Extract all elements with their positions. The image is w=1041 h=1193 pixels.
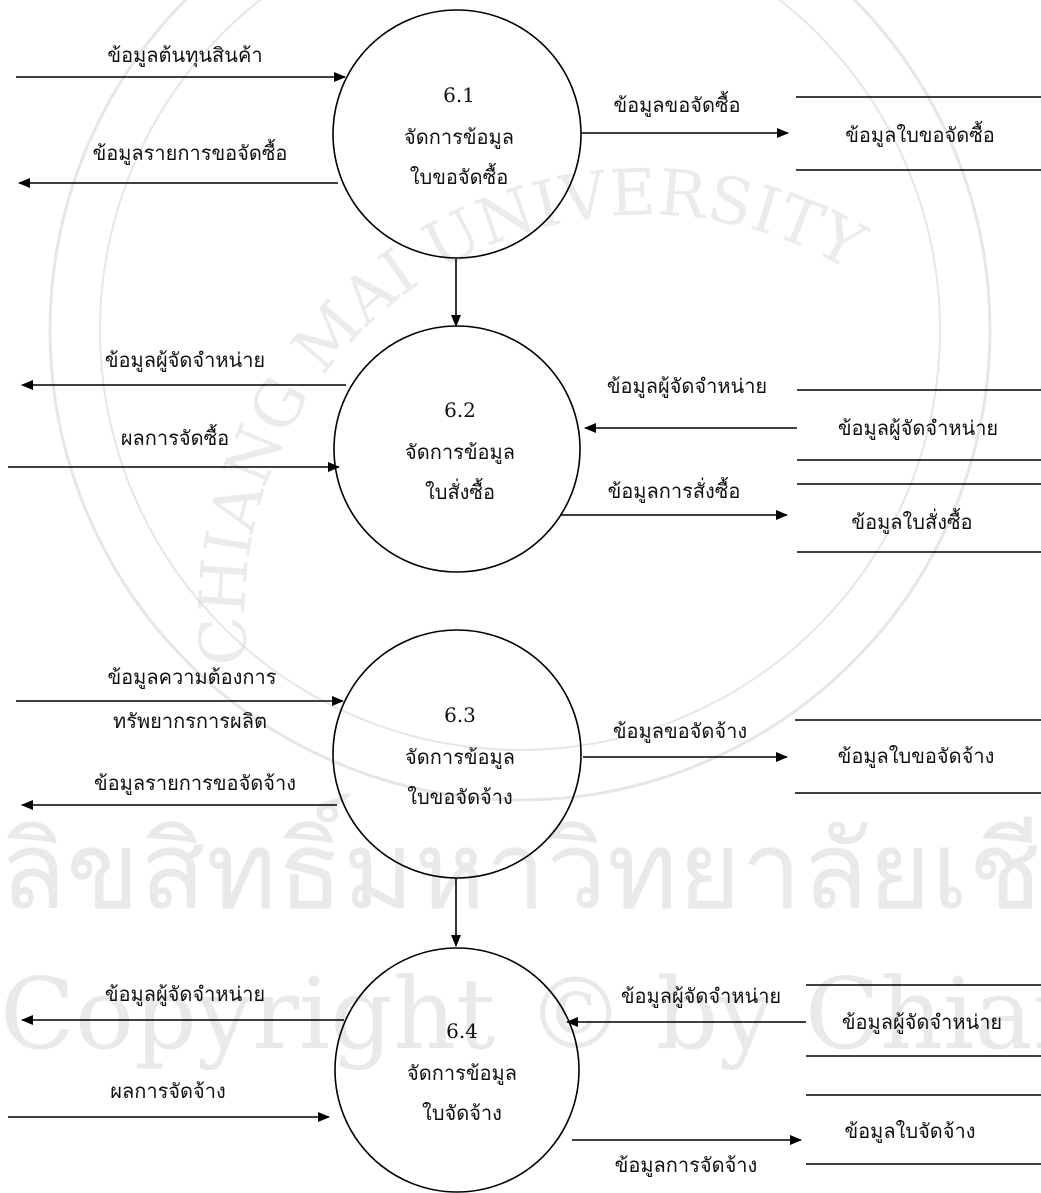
process-6-2-number: 6.2 <box>444 398 476 422</box>
process-6-3-number: 6.3 <box>444 703 476 727</box>
flow-label-resource-req-in-line1: ข้อมูลความต้องการ <box>108 665 277 690</box>
process-6-1-name-line1: จัดการข้อมูล <box>404 125 514 150</box>
datastore-hire-label: ข้อมูลใบจัดจ้าง <box>844 1119 975 1144</box>
flow-label-hire-req-store: ข้อมูลขอจัดจ้าง <box>613 719 747 744</box>
flow-label-cost-in: ข้อมูลต้นทุนสินค้า <box>107 43 262 68</box>
process-6-1-name-line2: ใบขอจัดซื้อ <box>410 163 508 189</box>
process-6-4-name-line1: จัดการข้อมูล <box>407 1061 517 1086</box>
datastore-hire-req-label: ข้อมูลใบขอจัดจ้าง <box>838 744 995 769</box>
datastore-vendor-1: ข้อมูลผู้จัดจำหน่าย <box>797 389 1041 461</box>
flow-label-vendor-out: ข้อมูลผู้จัดจำหน่าย <box>105 348 265 373</box>
process-6-4-circle <box>334 947 580 1193</box>
flow-label-pr-store: ข้อมูลขอจัดซื้อ <box>613 91 740 118</box>
process-6-2: 6.2 จัดการข้อมูล ใบสั่งซื้อ <box>333 325 581 573</box>
watermark-thai: ลิขสิทธิ์มหาวิทยาลัยเชียงใหม่ <box>0 793 1041 934</box>
flow-label-resource-req-in-line2: ทรัพยากรการผลิต <box>113 709 267 733</box>
process-6-4: 6.4 จัดการข้อมูล ใบจัดจ้าง <box>334 947 580 1193</box>
seal-outer-ring <box>48 0 992 802</box>
datastore-vendor-1-label: ข้อมูลผู้จัดจำหน่าย <box>838 416 998 441</box>
datastore-po: ข้อมูลใบสั่งซื้อ <box>797 483 1041 553</box>
watermark-copyright: Copyright © by Chiang Mai University <box>0 958 1041 1072</box>
process-6-3-name-line1: จัดการข้อมูล <box>405 745 515 770</box>
flow-label-vendor-out-2: ข้อมูลผู้จัดจำหน่าย <box>105 982 265 1007</box>
process-6-1: 6.1 จัดการข้อมูล ใบขอจัดซื้อ <box>332 9 582 259</box>
process-6-2-circle <box>333 325 581 573</box>
process-6-3-name-line2: ใบขอจัดจ้าง <box>407 785 513 809</box>
process-6-3-circle <box>332 629 582 879</box>
flow-label-vendor-store-in: ข้อมูลผู้จัดจำหน่าย <box>607 374 767 399</box>
flow-label-hire-store: ข้อมูลการจัดจ้าง <box>615 1153 758 1178</box>
datastore-pr-label: ข้อมูลใบขอจัดซื้อ <box>845 121 995 148</box>
datastore-pr: ข้อมูลใบขอจัดซื้อ <box>796 96 1041 171</box>
datastore-hire: ข้อมูลใบจัดจ้าง <box>806 1094 1041 1165</box>
datastore-po-label: ข้อมูลใบสั่งซื้อ <box>851 508 972 535</box>
datastore-vendor-2: ข้อมูลผู้จัดจำหน่าย <box>806 984 1041 1057</box>
flow-label-hire-result-in: ผลการจัดจ้าง <box>110 1079 225 1103</box>
process-6-4-name-line2: ใบจัดจ้าง <box>422 1101 502 1125</box>
flow-label-pr-list-out: ข้อมูลรายการขอจัดซื้อ <box>93 139 288 166</box>
flow-label-hire-list-out: ข้อมูลรายการขอจัดจ้าง <box>94 771 296 796</box>
process-6-4-number: 6.4 <box>446 1019 478 1043</box>
process-6-2-name-line2: ใบสั่งซื้อ <box>425 478 495 504</box>
process-6-2-name-line1: จัดการข้อมูล <box>405 440 515 465</box>
process-6-1-circle <box>332 9 582 259</box>
process-6-1-number: 6.1 <box>443 83 475 107</box>
datastore-vendor-2-label: ข้อมูลผู้จัดจำหน่าย <box>842 1010 1002 1035</box>
seal-inner-ring <box>99 0 941 751</box>
flow-label-vendor-store-in-2: ข้อมูลผู้จัดจำหน่าย <box>621 984 781 1009</box>
datastore-hire-req: ข้อมูลใบขอจัดจ้าง <box>795 719 1041 794</box>
process-6-3: 6.3 จัดการข้อมูล ใบขอจัดจ้าง <box>332 629 582 879</box>
flow-label-purchase-result-in: ผลการจัดซื้อ <box>121 424 229 450</box>
flow-label-po-store: ข้อมูลการสั่งซื้อ <box>608 477 741 504</box>
